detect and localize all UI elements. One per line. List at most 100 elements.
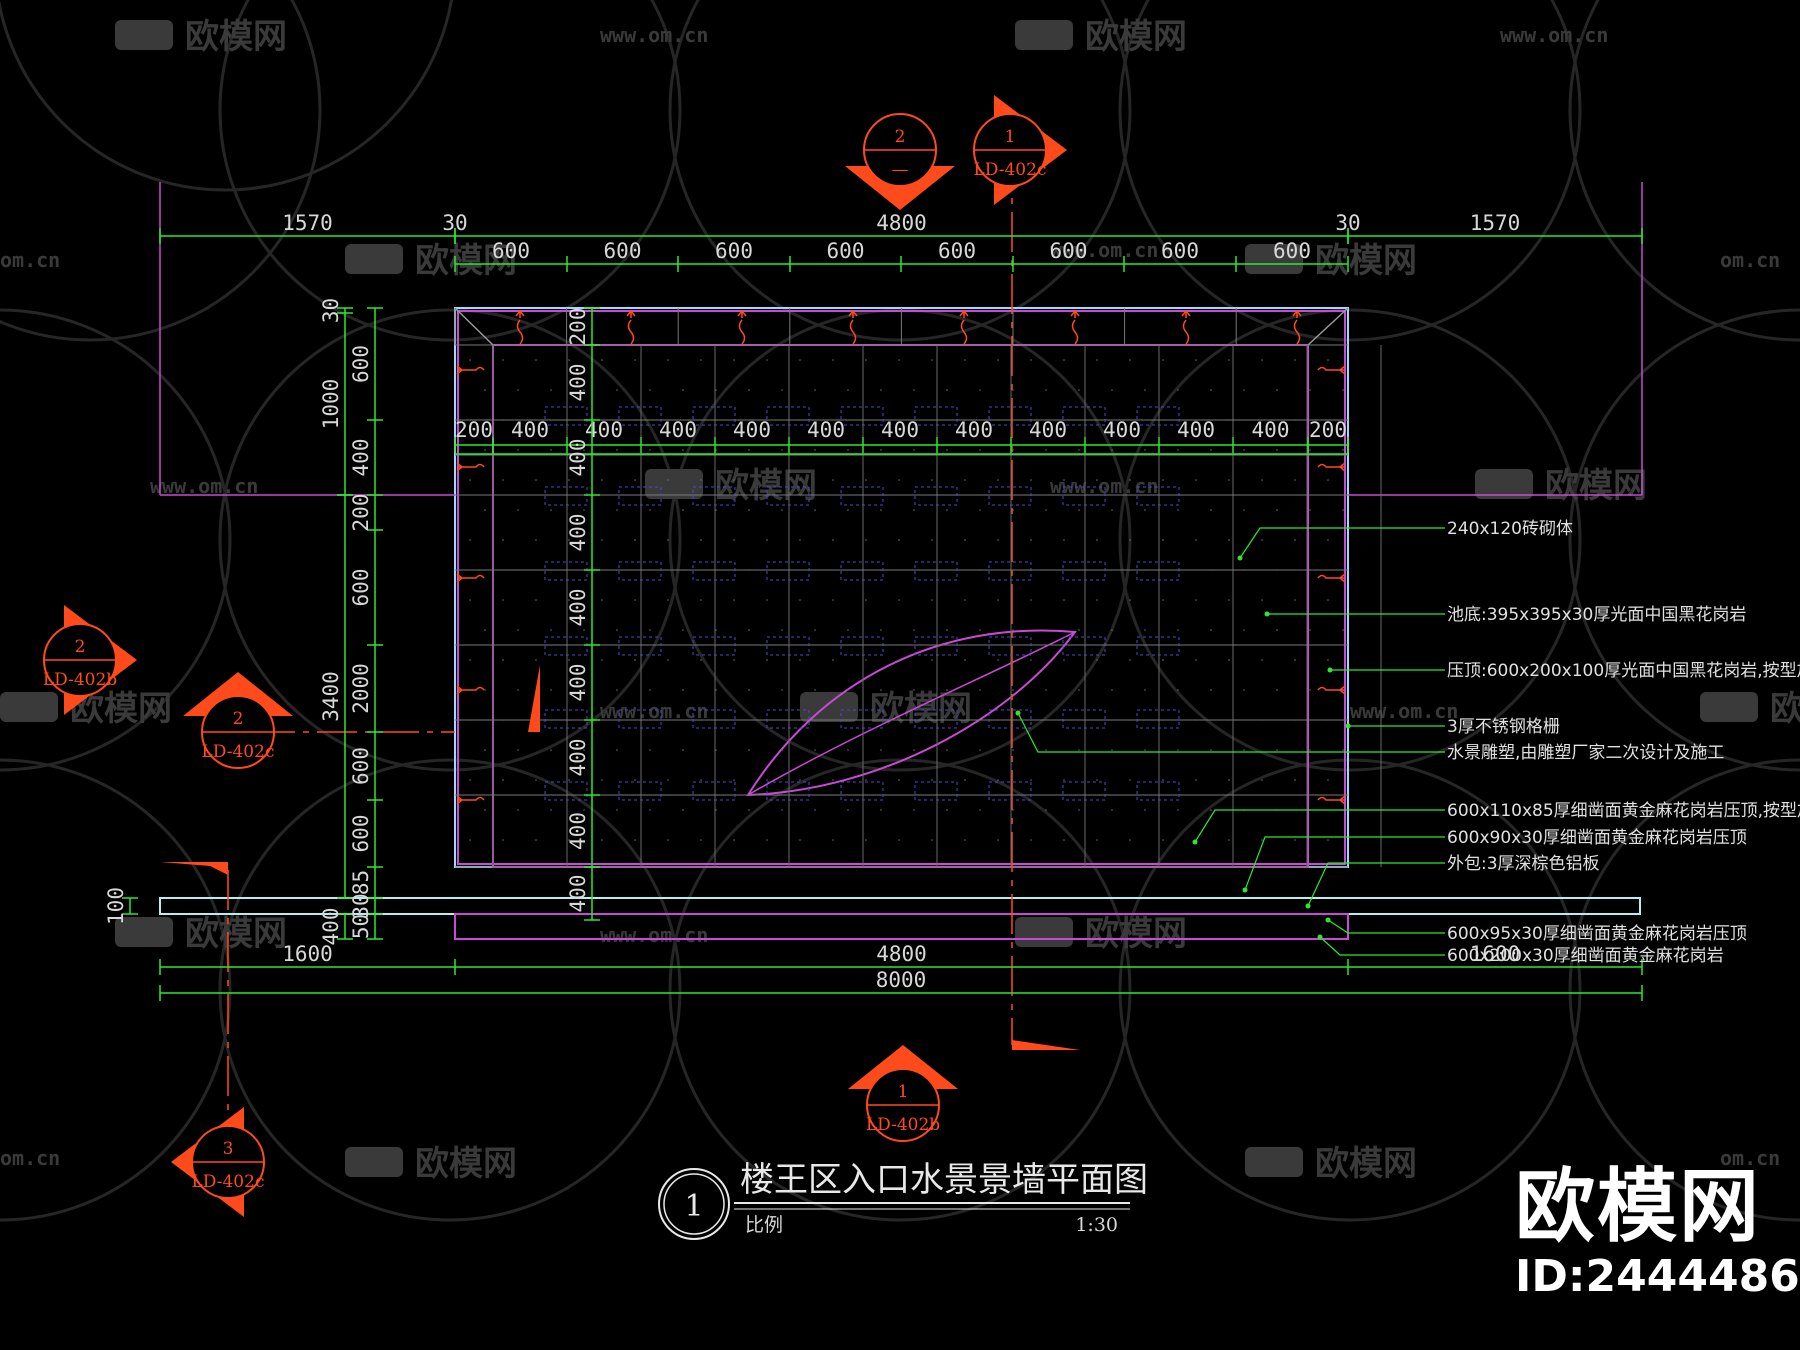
watermark-logo: 欧模网 [1085, 17, 1187, 57]
floor-dot [865, 839, 867, 841]
floor-dot [469, 839, 471, 841]
scale-value: 1:30 [1075, 1214, 1118, 1236]
watermark-logo: 欧模网 [1315, 241, 1417, 281]
floor-dot [733, 539, 735, 541]
dim-row-inner-label: 400 [585, 418, 623, 442]
floor-dot [700, 479, 702, 481]
floor-dot [1228, 419, 1230, 421]
floor-dot [898, 839, 900, 841]
floor-dot [964, 839, 966, 841]
dim-left-inner-label: 85 [349, 870, 373, 895]
water-jet-right [1317, 795, 1346, 805]
floor-dot [1045, 569, 1047, 571]
floor-dot [946, 569, 948, 571]
scale-label: 比例 [745, 1214, 783, 1236]
floor-dot [616, 689, 618, 691]
floor-dot [946, 509, 948, 511]
floor-dot [649, 629, 651, 631]
floor-dot [1309, 449, 1311, 451]
floor-dot [1012, 389, 1014, 391]
floor-dot [766, 419, 768, 421]
floor-dot [913, 809, 915, 811]
floor-dot [1096, 419, 1098, 421]
floor-dot [550, 749, 552, 751]
floor-dot [1012, 629, 1014, 631]
floor-dot [847, 689, 849, 691]
fountain-nozzle [988, 636, 1032, 656]
floor-dot [1144, 809, 1146, 811]
floor-dot [766, 839, 768, 841]
leader-line [1017, 712, 1445, 753]
floor-dot [832, 839, 834, 841]
fountain-nozzle [544, 709, 588, 729]
floor-dot [583, 629, 585, 631]
floor-dot [1261, 419, 1263, 421]
floor-dot [1096, 719, 1098, 721]
floor-dot [931, 479, 933, 481]
floor-dot [781, 809, 783, 811]
water-jet [848, 309, 858, 345]
floor-dot [535, 539, 537, 541]
fountain-nozzle [1136, 636, 1180, 656]
floor-dot [997, 419, 999, 421]
floor-dot [1261, 839, 1263, 841]
water-jet [1181, 309, 1191, 345]
floor-dot [568, 659, 570, 661]
section-mark-1-bottom: 1LD-402b [848, 1045, 958, 1142]
floor-dot [616, 809, 618, 811]
watermark-circle [0, 758, 232, 1222]
floor-dot [667, 839, 669, 841]
fountain-nozzle [618, 636, 662, 656]
floor-dot [1327, 479, 1329, 481]
floor-dot [1228, 479, 1230, 481]
annotation-text: 600x110x85厚细凿面黄金麻花岗岩压顶,按型加工 [1447, 801, 1800, 821]
dim-top-tiles-label: 600 [938, 239, 976, 263]
watermark-circle [1568, 758, 1800, 1222]
floor-dot [568, 539, 570, 541]
floor-dot [502, 839, 504, 841]
floor-dot [535, 479, 537, 481]
floor-dot [601, 479, 603, 481]
floor-dot [535, 359, 537, 361]
floor-dot [865, 719, 867, 721]
floor-dot [1063, 839, 1065, 841]
floor-dot [766, 659, 768, 661]
coping-miter [454, 307, 494, 346]
floor-dot [832, 599, 834, 601]
floor-dot [1012, 509, 1014, 511]
water-jet [515, 309, 525, 345]
floor-dot [1309, 509, 1311, 511]
watermark-logo-icon [345, 244, 403, 274]
watermark-circle [218, 758, 682, 1222]
floor-dot [913, 569, 915, 571]
floor-dot [469, 779, 471, 781]
water-jet [626, 309, 636, 345]
floor-dot [733, 419, 735, 421]
dim-left-inner-label: 600 [349, 569, 373, 607]
floor-dot [1276, 449, 1278, 451]
fountain-nozzle [618, 486, 662, 506]
floor-dot [700, 839, 702, 841]
section-mark-1-bottom-ref: LD-402b [866, 1115, 940, 1135]
floor-dot [898, 479, 900, 481]
floor-dot [1294, 479, 1296, 481]
floor-dot [1342, 389, 1344, 391]
floor-dot [1177, 689, 1179, 691]
floor-dot [814, 629, 816, 631]
floor-dot [583, 389, 585, 391]
watermark-layer: 欧模网欧模网欧模网欧模网欧模网欧模网欧模网欧模网欧模网欧模网欧模网欧模网欧模网w… [0, 0, 1800, 1222]
leader-dot [1345, 723, 1351, 729]
dim-row-inner-label: 400 [659, 418, 697, 442]
floor-dot [715, 809, 717, 811]
dim-row-inner-label: 400 [881, 418, 919, 442]
floor-dot [1162, 419, 1164, 421]
floor-dot [700, 539, 702, 541]
floor-dot [1045, 629, 1047, 631]
watermark-logo-icon [1015, 917, 1073, 947]
cut-arrow-bottom [1012, 1040, 1080, 1050]
floor-dot [469, 719, 471, 721]
dim-row-inner-label: 400 [511, 418, 549, 442]
floor-dot [484, 629, 486, 631]
floor-dot [1228, 599, 1230, 601]
watermark-logo: 欧模网 [415, 1144, 517, 1184]
